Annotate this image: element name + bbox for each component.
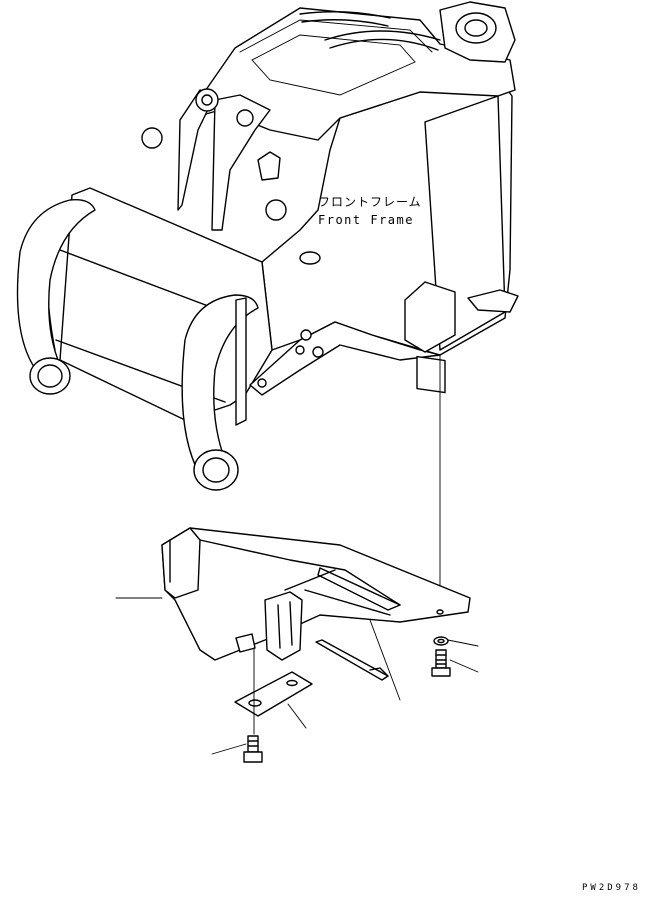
under-cover-pan [161, 527, 471, 661]
washer [433, 636, 449, 646]
floor-bolt-hole [300, 329, 312, 341]
leader-strip [369, 619, 401, 701]
leader-lines [115, 597, 479, 755]
lift-arm-bracket-right [211, 94, 271, 231]
cover-strip [315, 639, 389, 681]
frame-side-lug [467, 289, 519, 313]
under-cover [161, 527, 471, 681]
front-yoke-right [181, 294, 259, 476]
drawing-code: PW2D978 [582, 883, 641, 893]
bolt-right [431, 649, 451, 677]
side-boss-right [265, 199, 287, 221]
under-cover-ridge [199, 539, 401, 616]
front-yoke-left [16, 199, 96, 376]
frame-top-deck [184, 7, 516, 141]
under-cover-bolt-hole [436, 609, 444, 615]
leader-washer [447, 639, 479, 647]
under-cover-side-flange [161, 527, 201, 599]
under-cover-center-bracket [264, 591, 303, 661]
side-boss-left [141, 127, 163, 149]
leader-plate [287, 703, 307, 729]
frame-top-rib [324, 30, 441, 51]
clamp-plate [234, 671, 313, 717]
lift-arm-bracket-left [177, 89, 216, 211]
frame-side-hole [299, 251, 321, 265]
frame-port-flange [404, 281, 456, 353]
yoke-bore-left [29, 357, 71, 395]
frame-top-rim [239, 19, 433, 96]
lift-arm-pin-right [236, 109, 254, 127]
yoke-bore-right [193, 449, 239, 491]
lift-arm-pin-left [195, 88, 219, 112]
part-label-en: Front Frame [318, 213, 414, 227]
front-frame: フロントフレーム Front Frame [16, 1, 519, 491]
leader-bolt-left [211, 743, 247, 755]
bolt-left [243, 735, 263, 763]
frame-rear-mount-bore [455, 12, 497, 44]
under-cover-tab [235, 633, 256, 653]
leader-bolt-right [449, 659, 479, 673]
frame-floor-plate [249, 321, 441, 396]
part-label-jp: フロントフレーム [318, 195, 422, 209]
